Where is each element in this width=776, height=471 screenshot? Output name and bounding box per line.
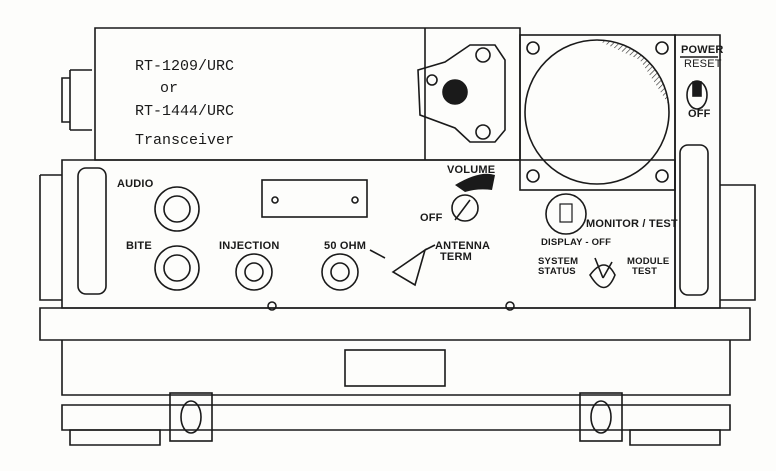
left-handle bbox=[61, 69, 92, 131]
fifty-ohm-label: 50 OHM bbox=[324, 240, 367, 252]
lower-plate bbox=[344, 349, 446, 387]
or-label: or bbox=[160, 80, 179, 97]
status-label: STATUS bbox=[538, 266, 576, 277]
reset-label: RESET bbox=[684, 58, 722, 70]
injection-connector bbox=[235, 253, 273, 291]
volume-knob bbox=[451, 194, 479, 222]
transceiver-label: Transceiver bbox=[135, 132, 235, 149]
blank-plate bbox=[261, 179, 368, 218]
audio-connector bbox=[154, 186, 200, 232]
speaker-panel bbox=[519, 34, 676, 191]
power-label: POWER bbox=[681, 44, 724, 56]
fifty-ohm-connector bbox=[321, 253, 359, 291]
antenna-label: ANTENNA bbox=[435, 240, 491, 252]
volume-off-label: OFF bbox=[420, 212, 443, 224]
injection-label: INJECTION bbox=[219, 240, 280, 252]
volume-label: VOLUME bbox=[447, 164, 496, 176]
power-off-label: OFF bbox=[688, 108, 711, 120]
audio-label: AUDIO bbox=[117, 178, 154, 190]
monitor-display bbox=[545, 193, 587, 235]
bite-connector bbox=[154, 245, 200, 291]
display-off-label: DISPLAY - OFF bbox=[541, 237, 612, 248]
model-2-label: RT-1444/URC bbox=[135, 103, 235, 120]
module-label: MODULE bbox=[627, 256, 670, 267]
monitor-test-label: MONITOR / TEST bbox=[586, 218, 678, 230]
lower-chassis bbox=[39, 307, 751, 341]
test-label: TEST bbox=[632, 266, 658, 277]
antenna-switch bbox=[391, 248, 427, 287]
term-label: TERM bbox=[440, 251, 472, 263]
left-latch bbox=[169, 392, 213, 442]
model-1-label: RT-1209/URC bbox=[135, 58, 235, 75]
connector-bracket bbox=[417, 44, 506, 143]
left-handle-slot bbox=[77, 167, 107, 295]
right-latch bbox=[579, 392, 623, 442]
bite-label: BITE bbox=[126, 240, 152, 252]
system-label: SYSTEM bbox=[538, 256, 579, 267]
power-column bbox=[674, 34, 721, 309]
